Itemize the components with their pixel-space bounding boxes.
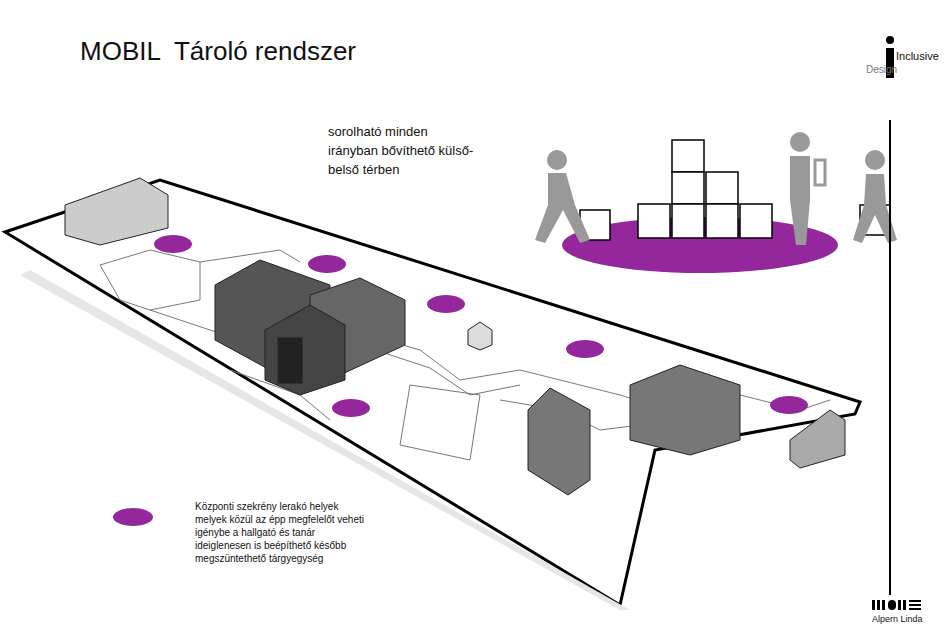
feature-note: sorolható minden irányban bővíthető küls… [328, 122, 478, 179]
logo [872, 36, 921, 610]
legend-swatch [113, 508, 153, 526]
logo-text: Inclusive [896, 50, 939, 62]
buildings [65, 178, 845, 495]
site-shadow [20, 270, 630, 610]
author-name: Alpern Linda [872, 614, 923, 624]
legend-text: Központi szekrény lerakó helyek melyek k… [195, 500, 370, 565]
logo-subtext: Design [866, 64, 897, 75]
title: MOBIL Tároló rendszer [80, 36, 356, 67]
storage-boxes [580, 140, 890, 240]
site-outline [5, 180, 860, 605]
people [535, 132, 897, 245]
paths [100, 250, 830, 460]
